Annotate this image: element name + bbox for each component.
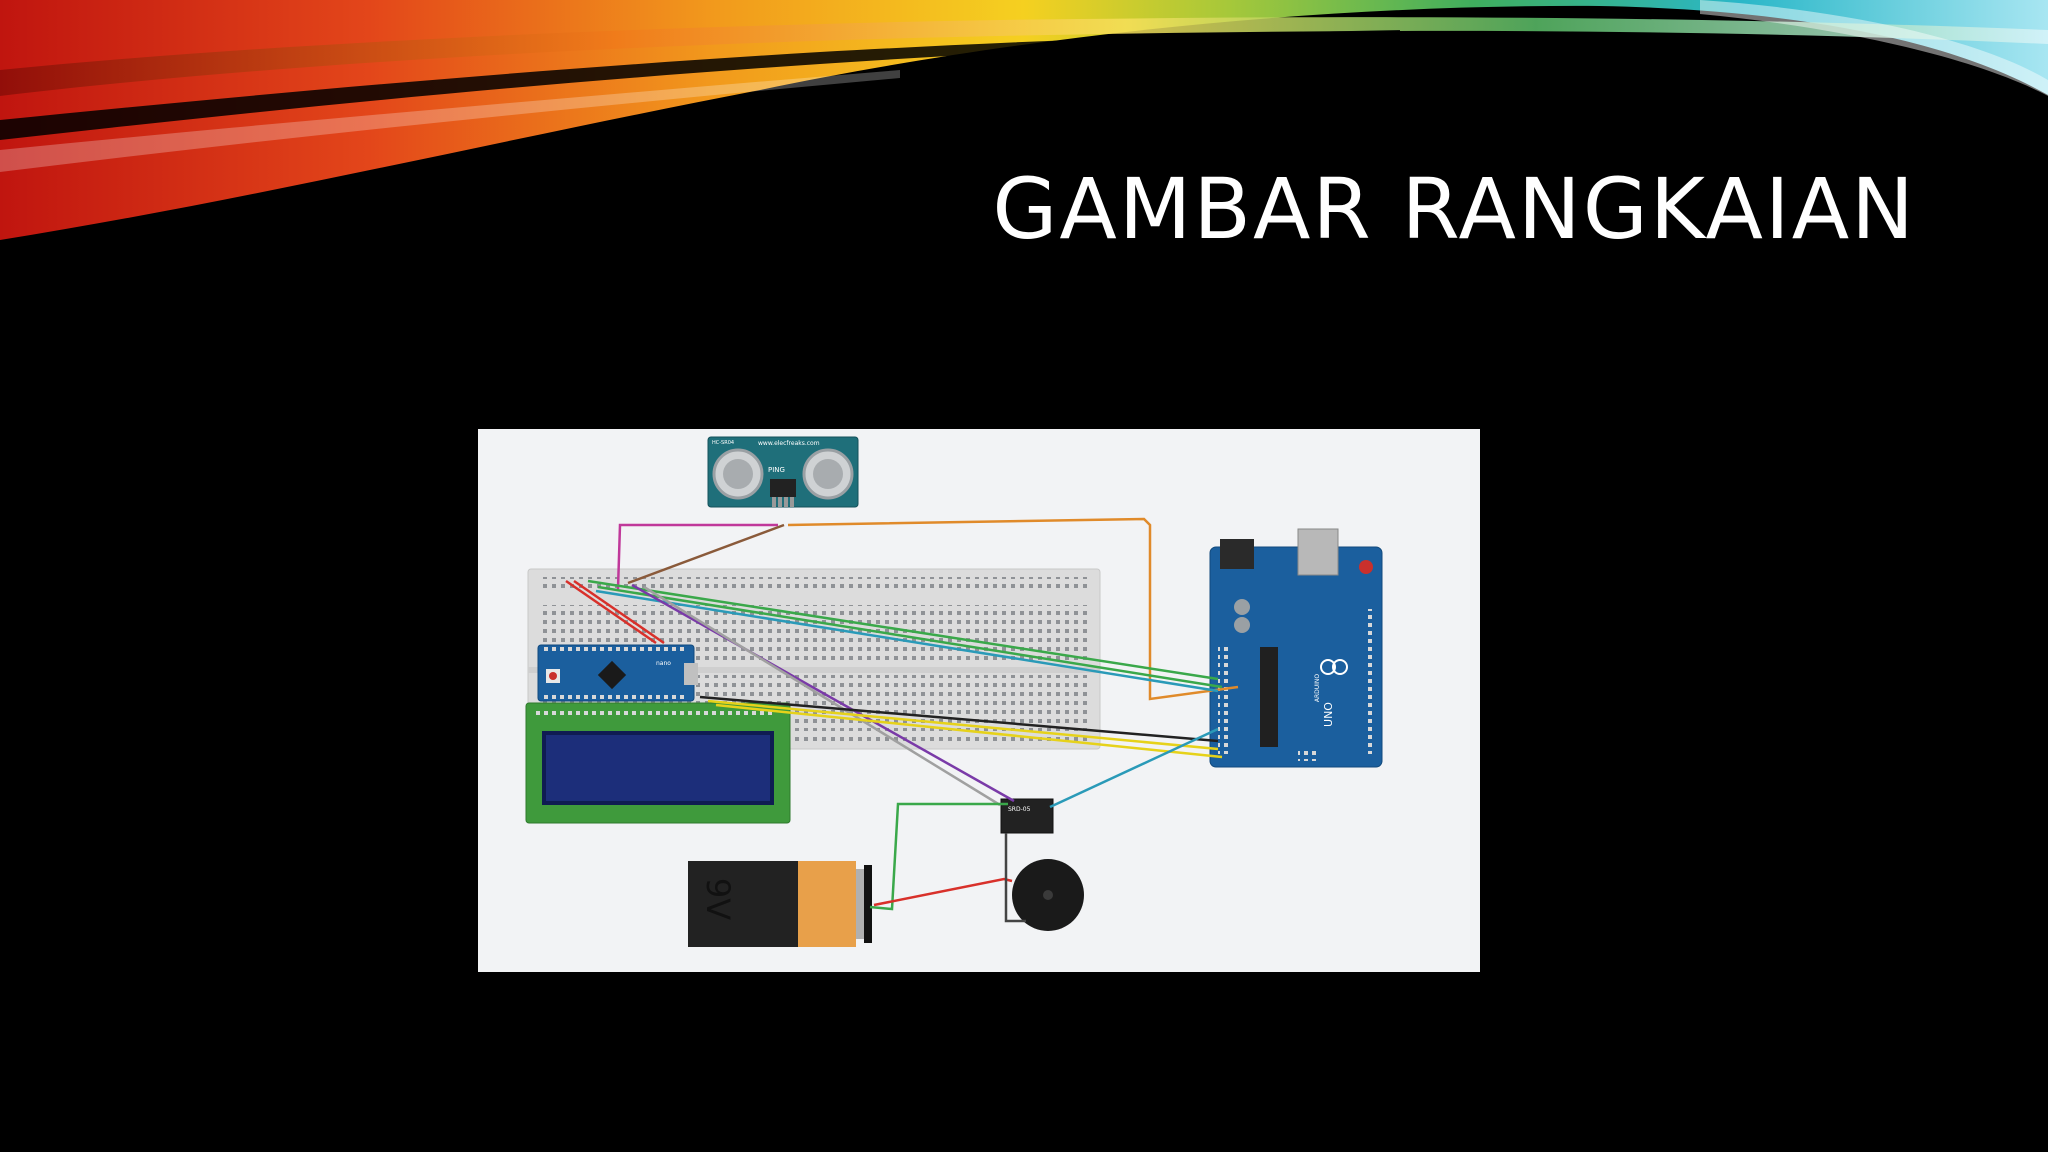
wire-yellow-2 <box>715 703 1223 759</box>
wire-gray <box>643 585 1001 807</box>
wire-teal-2 <box>1049 727 1219 809</box>
arduino-nano-board <box>537 644 698 702</box>
wire-magenta <box>616 523 778 590</box>
sensor-model-text: PING <box>768 466 785 474</box>
wire-green-2 <box>597 585 1223 689</box>
sensor-brand-text: www.elecfreaks.com <box>758 440 820 447</box>
wire-red-2 <box>573 579 665 645</box>
uno-model-text: UNO <box>1321 702 1335 727</box>
wire-green-1 <box>587 579 1219 681</box>
lcd-display <box>525 702 791 824</box>
buzzer <box>1012 859 1084 931</box>
circuit-diagram <box>525 436 1383 947</box>
wires <box>565 517 1239 923</box>
battery-label: 9V <box>699 877 737 921</box>
slide-title: GAMBAR RANGKAIAN <box>992 160 1916 258</box>
battery-9v <box>688 861 872 947</box>
wire-orange <box>787 517 1239 701</box>
wire-dark-relay <box>1004 833 1026 923</box>
sensor-pins-text: HC-SR04 <box>712 440 735 446</box>
arduino-uno-board <box>1209 528 1383 768</box>
ultrasonic-sensor <box>707 436 859 508</box>
nano-model-text: nano <box>656 660 671 667</box>
wire-teal-1 <box>595 589 1219 693</box>
wire-purple <box>631 583 1015 803</box>
decorative-swoosh <box>0 0 2048 240</box>
wire-black <box>699 695 1219 743</box>
wire-yellow-1 <box>707 699 1219 751</box>
relay-module <box>1000 798 1054 834</box>
relay-label-text: SRD-05 <box>1008 806 1031 813</box>
wire-red-battery <box>873 877 1013 907</box>
uno-brand-text: ARDUINO <box>1314 673 1322 703</box>
wire-brown <box>627 523 785 585</box>
circuit-figure: www.elecfreaks.com PING HC-SR04 UNO ARDU… <box>478 429 1480 972</box>
wire-red-1 <box>565 579 657 645</box>
wire-green-battery <box>869 802 1008 911</box>
